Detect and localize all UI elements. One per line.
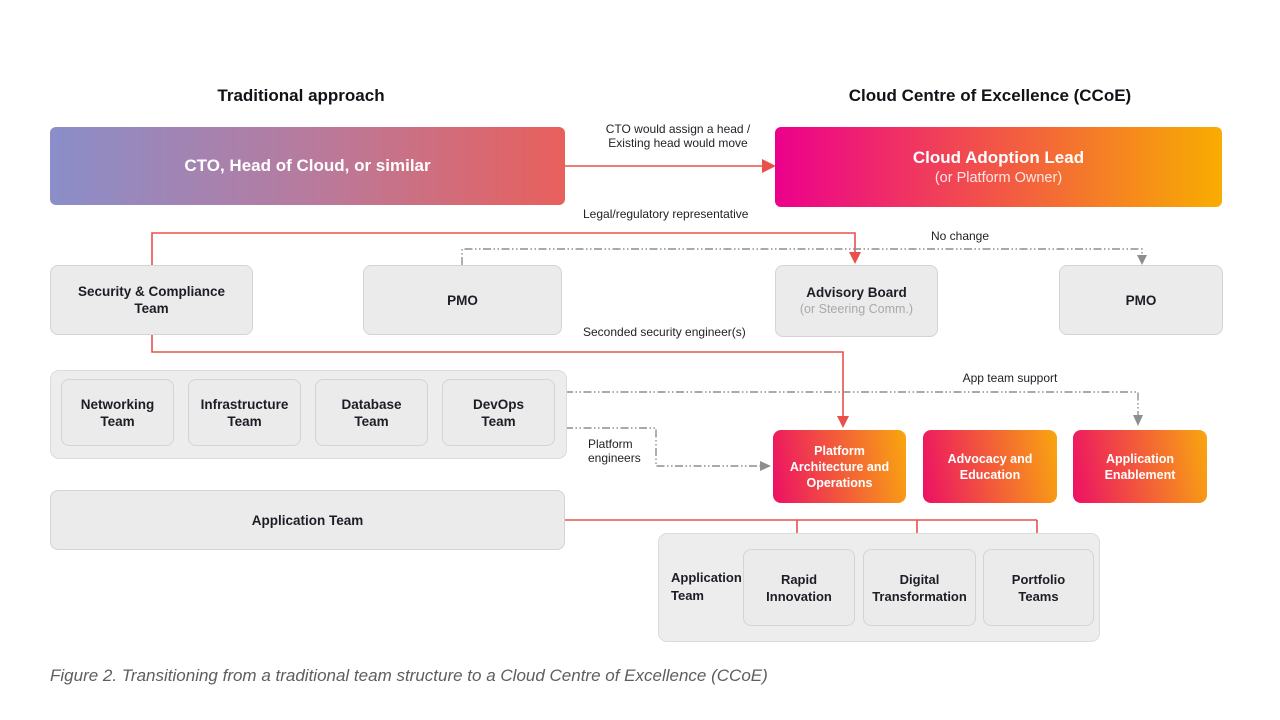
pmo-right-label: PMO	[1125, 292, 1157, 308]
app-enablement-label: Application Enablement	[1104, 451, 1176, 482]
box-pmo-traditional: PMO	[363, 265, 562, 335]
pmo-left-label: PMO	[447, 292, 478, 308]
arrowhead-to-pmo-right	[1137, 255, 1147, 265]
box-cto-head-of-cloud: CTO, Head of Cloud, or similar	[50, 127, 565, 205]
arrowhead-platform-engineers	[760, 461, 771, 471]
arrowhead-to-advisory	[849, 252, 861, 264]
label-app-team-support: App team support	[962, 371, 1058, 385]
networking-team-label: Networking Team	[80, 396, 155, 429]
label-cto-assign-head: CTO would assign a head / Existing head …	[605, 122, 751, 150]
header-traditional: Traditional approach	[217, 86, 385, 105]
box-application-enablement: Application Enablement	[1073, 430, 1207, 503]
box-devops-team: DevOps Team	[442, 379, 555, 446]
box-application-team-traditional: Application Team	[50, 490, 565, 550]
no-change-line	[461, 248, 1143, 265]
box-cto-label: CTO, Head of Cloud, or similar	[184, 156, 431, 175]
box-rapid-innovation: Rapid Innovation	[743, 549, 855, 626]
app-team-support-line	[565, 391, 1139, 415]
seconded-engineer-line	[151, 335, 844, 416]
app-team-split-line	[565, 519, 1038, 536]
box-pmo-ccoe: PMO	[1059, 265, 1223, 335]
digital-transformation-label: Digital Transformation	[872, 571, 967, 604]
advisory-title: Advisory Board	[806, 285, 907, 300]
box-security-compliance-team: Security & Compliance Team	[50, 265, 253, 335]
figure-caption: Figure 2. Transitioning from a tradition…	[50, 666, 768, 685]
arrowhead-to-platform-arch	[837, 416, 849, 428]
box-advocacy-education: Advocacy and Education	[923, 430, 1057, 503]
platform-engineers-line	[565, 427, 760, 467]
box-database-team: Database Team	[315, 379, 428, 446]
label-platform-engineers: Platform engineers	[588, 437, 641, 465]
security-team-label: Security & Compliance Team	[77, 284, 226, 316]
label-legal-regulatory: Legal/regulatory representative	[583, 207, 749, 221]
infrastructure-team-label: Infrastructure Team	[200, 396, 289, 429]
arrowhead-to-app-enablement	[1133, 415, 1143, 426]
platform-arch-label: Platform Architecture and Operations	[789, 443, 890, 490]
legal-rep-line	[151, 232, 856, 265]
label-seconded-security: Seconded security engineer(s)	[583, 325, 746, 339]
header-ccoe: Cloud Centre of Excellence (CCoE)	[848, 86, 1132, 105]
box-cloud-adoption-lead: Cloud Adoption Lead (or Platform Owner)	[775, 127, 1222, 207]
lead-subtitle: (or Platform Owner)	[934, 170, 1063, 186]
portfolio-teams-label: Portfolio Teams	[1011, 571, 1066, 604]
database-team-label: Database Team	[341, 396, 402, 429]
box-portfolio-teams: Portfolio Teams	[983, 549, 1094, 626]
devops-team-label: DevOps Team	[472, 396, 525, 429]
box-networking-team: Networking Team	[61, 379, 174, 446]
box-advisory-board: Advisory Board (or Steering Comm.)	[775, 265, 938, 337]
box-digital-transformation: Digital Transformation	[863, 549, 976, 626]
group-ccoe-application-teams: Application Team Rapid Innovation Digita…	[658, 533, 1100, 642]
group-infrastructure-teams: Networking Team Infrastructure Team Data…	[50, 370, 567, 459]
label-no-change: No change	[930, 229, 990, 243]
advocacy-label: Advocacy and Education	[947, 451, 1033, 482]
rapid-innovation-label: Rapid Innovation	[766, 571, 832, 604]
advisory-subtitle: (or Steering Comm.)	[799, 302, 914, 316]
box-infrastructure-team: Infrastructure Team	[188, 379, 301, 446]
app-group-label: Application Team	[671, 570, 742, 603]
application-team-label: Application Team	[251, 512, 364, 528]
box-platform-architecture-operations: Platform Architecture and Operations	[773, 430, 906, 503]
arrowhead-to-lead	[762, 159, 776, 173]
lead-title: Cloud Adoption Lead	[912, 148, 1085, 167]
